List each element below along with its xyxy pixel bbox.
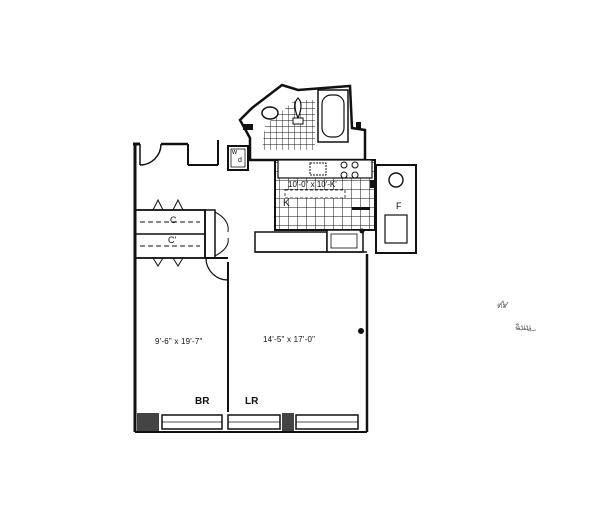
fridge-label: F	[396, 201, 402, 211]
toilet-icon	[294, 97, 302, 120]
stove-icon	[340, 161, 359, 179]
windows	[137, 413, 359, 431]
closet-label-2: C'	[168, 235, 177, 245]
stray-mark-1: ตะ	[497, 301, 507, 310]
washer-dryer	[227, 145, 249, 171]
bedroom-dimensions: 9'-6" x 19'-7"	[155, 337, 203, 346]
bathroom	[238, 83, 367, 162]
dryer-label: d	[238, 157, 242, 164]
kitchen-sink-icon	[309, 162, 327, 176]
stray-scribbles	[499, 300, 537, 332]
closets	[134, 198, 229, 267]
closet-label-1: C	[170, 215, 177, 225]
fridge-area	[375, 164, 417, 254]
stray-mark-2: ฉินน	[515, 323, 532, 332]
kitchen-dimensions: 10'-0" x 10'-K'	[288, 180, 337, 189]
kitchen-label: K	[283, 198, 290, 209]
kitchen-counter	[254, 229, 364, 253]
living-room-dimensions: 14'-5" x 17'-0"	[263, 335, 316, 344]
bedroom-label: BR	[195, 396, 210, 407]
interior-wall	[205, 251, 367, 412]
exterior-walls	[133, 142, 369, 433]
washer-label: w	[232, 149, 238, 156]
living-room-label: LR	[245, 396, 259, 407]
bedroom-entry-door	[139, 140, 219, 166]
sink-icon	[261, 106, 279, 120]
kitchen	[274, 159, 376, 231]
